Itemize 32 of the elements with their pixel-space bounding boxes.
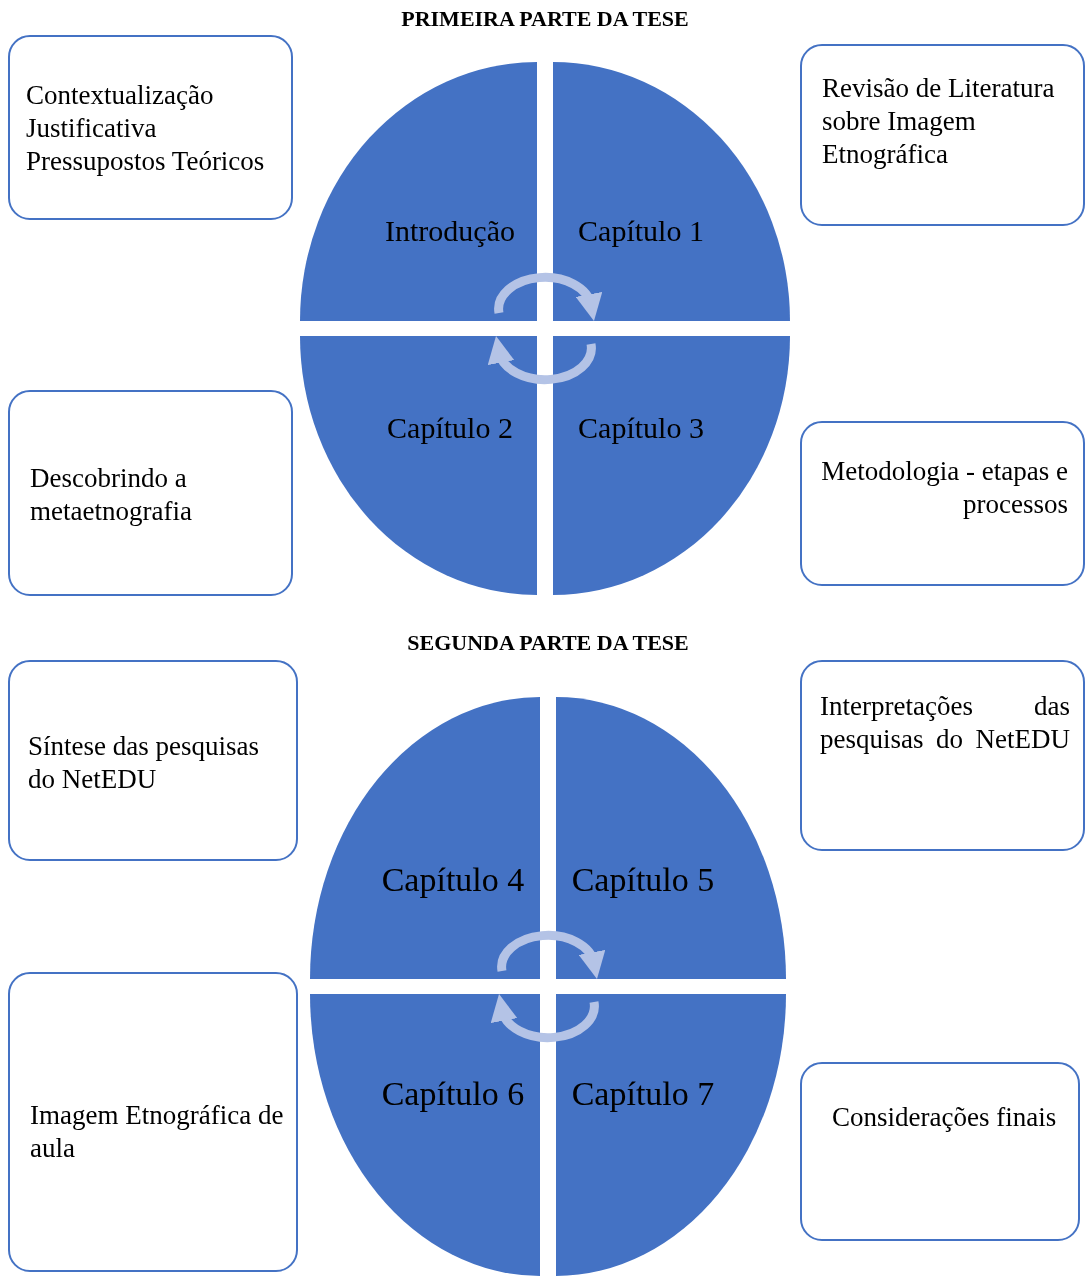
box-text: Interpretações das pesquisas do NetEDU [820,690,1070,756]
section-heading: PRIMEIRA PARTE DA TESE [401,6,689,32]
box-text: Considerações finais [832,1101,1058,1134]
text-box [800,44,1085,226]
quadrant-label: Capítulo 6 [381,1075,525,1113]
box-text: Descobrindo a metaetnografia [30,462,193,528]
box-text: Revisão de Literatura sobre Imagem Etnográfica [822,72,1056,171]
curved-arrow [497,930,605,979]
quadrant-label: Capítulo 7 [571,1075,715,1113]
box-text: Metodologia - etapas e processos [820,455,1068,521]
text-box [8,660,298,861]
box-text: Imagem Etnográfica de aula [30,1099,285,1165]
text-box [800,421,1085,586]
section-heading: SEGUNDA PARTE DA TESE [407,630,689,656]
box-text: Contextualização [26,79,215,112]
quadrant-label: Capítulo 4 [381,861,525,899]
box-text: Pressupostos Teóricos [26,145,266,178]
box-text: Justificativa [26,112,158,145]
curved-arrow [491,994,599,1043]
curved-arrow [488,336,596,385]
text-box [8,35,293,220]
quadrant-label: Capítulo 5 [571,861,715,899]
quadrant-label: Capítulo 3 [578,411,704,445]
box-text: Síntese das pesquisas do NetEDU [28,730,260,796]
quadrant-label: Capítulo 1 [578,214,704,248]
curved-arrow [494,272,602,321]
quadrant-label: Capítulo 2 [387,411,513,445]
text-box [8,390,293,596]
text-box [8,972,298,1272]
quadrant-label: Introdução [385,214,515,248]
text-box [800,660,1085,851]
text-box [800,1062,1080,1241]
